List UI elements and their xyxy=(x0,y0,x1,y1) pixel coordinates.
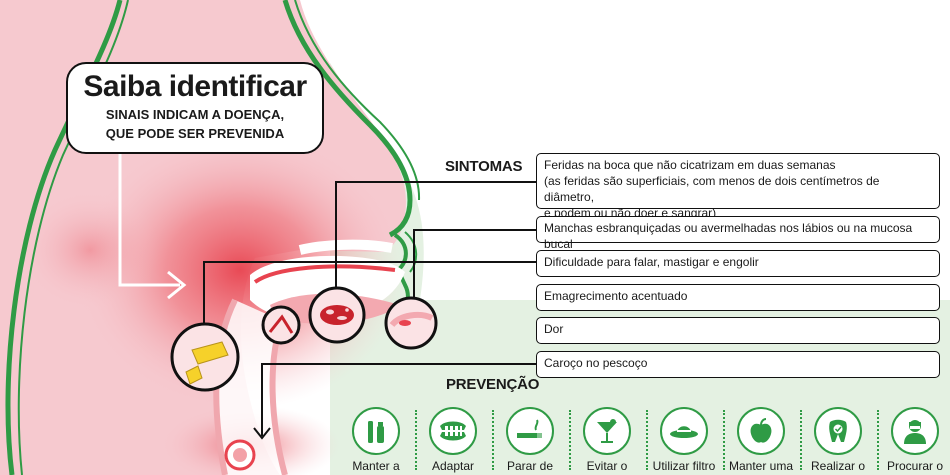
symptom-box-sores: Feridas na boca que não cicatrizam em du… xyxy=(536,153,940,220)
symptoms-heading: SINTOMAS xyxy=(445,158,523,175)
subtitle-line-1: SINAIS INDICAM A DOENÇA, xyxy=(105,107,285,122)
prevention-label: Procurar o xyxy=(886,459,944,473)
symptom-box-spots: Manchas esbranquiçadas ou avermelhadas n… xyxy=(536,216,940,251)
prevention-label: Utilizar filtro xyxy=(652,459,716,473)
symptom-box-pain: Dor xyxy=(536,317,940,344)
denture-icon xyxy=(429,407,477,455)
symptom-text: Manchas esbranquiçadas ou avermelhadas n… xyxy=(544,221,913,251)
prevention-divider xyxy=(646,410,648,470)
symptom-connectors xyxy=(203,181,536,440)
symptom-text: Caroço no pescoço xyxy=(544,356,648,370)
dentist-icon xyxy=(891,407,939,455)
symptom-text: Emagrecimento acentuado xyxy=(544,289,688,303)
prevention-divider xyxy=(877,410,879,470)
apple-icon xyxy=(737,407,785,455)
prevention-divider xyxy=(415,410,417,470)
prevention-label: Evitar o xyxy=(586,459,628,473)
subtitle-line-2: QUE PODE SER PREVENIDA xyxy=(105,126,285,141)
prevention-label: Parar de xyxy=(506,459,554,473)
page-title: Saiba identificar xyxy=(83,70,307,103)
symptom-box-weight-loss: Emagrecimento acentuado xyxy=(536,284,940,311)
prevention-item-denture: Adaptar xyxy=(418,407,488,473)
symptom-box-difficulty: Dificuldade para falar, mastigar e engol… xyxy=(536,250,940,277)
toothbrush-icon xyxy=(352,407,400,455)
prevention-divider xyxy=(569,410,571,470)
prevention-label: Realizar o xyxy=(810,459,866,473)
lesion-circle-right xyxy=(384,296,438,350)
prevention-label: Adaptar xyxy=(431,459,475,473)
lesion-circle-center xyxy=(308,286,366,344)
food-circle xyxy=(170,322,240,392)
title-box: Saiba identificar SINAIS INDICAM A DOENÇ… xyxy=(66,62,324,154)
symptom-text: Dor xyxy=(544,322,564,336)
prevention-label: Manter a xyxy=(352,459,400,473)
tooth-exam-icon xyxy=(814,407,862,455)
prevention-item-hygiene: Manter a xyxy=(341,407,411,473)
profile-outline xyxy=(282,0,413,238)
sun-hat-icon xyxy=(660,407,708,455)
prevention-item-diet: Manter uma xyxy=(726,407,796,473)
symptom-box-lump: Caroço no pescoço xyxy=(536,351,940,378)
prevention-item-alcohol: Evitar o xyxy=(572,407,642,473)
lesion-circle-small xyxy=(261,305,301,345)
prevention-divider xyxy=(492,410,494,470)
prevention-heading: PREVENÇÃO xyxy=(446,376,540,393)
prevention-item-sunscreen: Utilizar filtro xyxy=(649,407,719,473)
prevention-item-self-exam: Realizar o xyxy=(803,407,873,473)
symptom-detail: (as feridas são superficiais, com menos … xyxy=(544,174,880,204)
cocktail-icon xyxy=(583,407,631,455)
prevention-divider xyxy=(800,410,802,470)
prevention-item-smoking: Parar de xyxy=(495,407,565,473)
symptom-text: Dificuldade para falar, mastigar e engol… xyxy=(544,255,759,269)
symptom-text: Feridas na boca que não cicatrizam em du… xyxy=(544,158,836,172)
face-outline xyxy=(5,0,123,475)
prevention-item-dentist: Procurar o xyxy=(880,407,950,473)
prevention-divider xyxy=(723,410,725,470)
title-arrow xyxy=(118,150,180,287)
prevention-label: Manter uma xyxy=(728,459,794,473)
cigarette-icon xyxy=(506,407,554,455)
